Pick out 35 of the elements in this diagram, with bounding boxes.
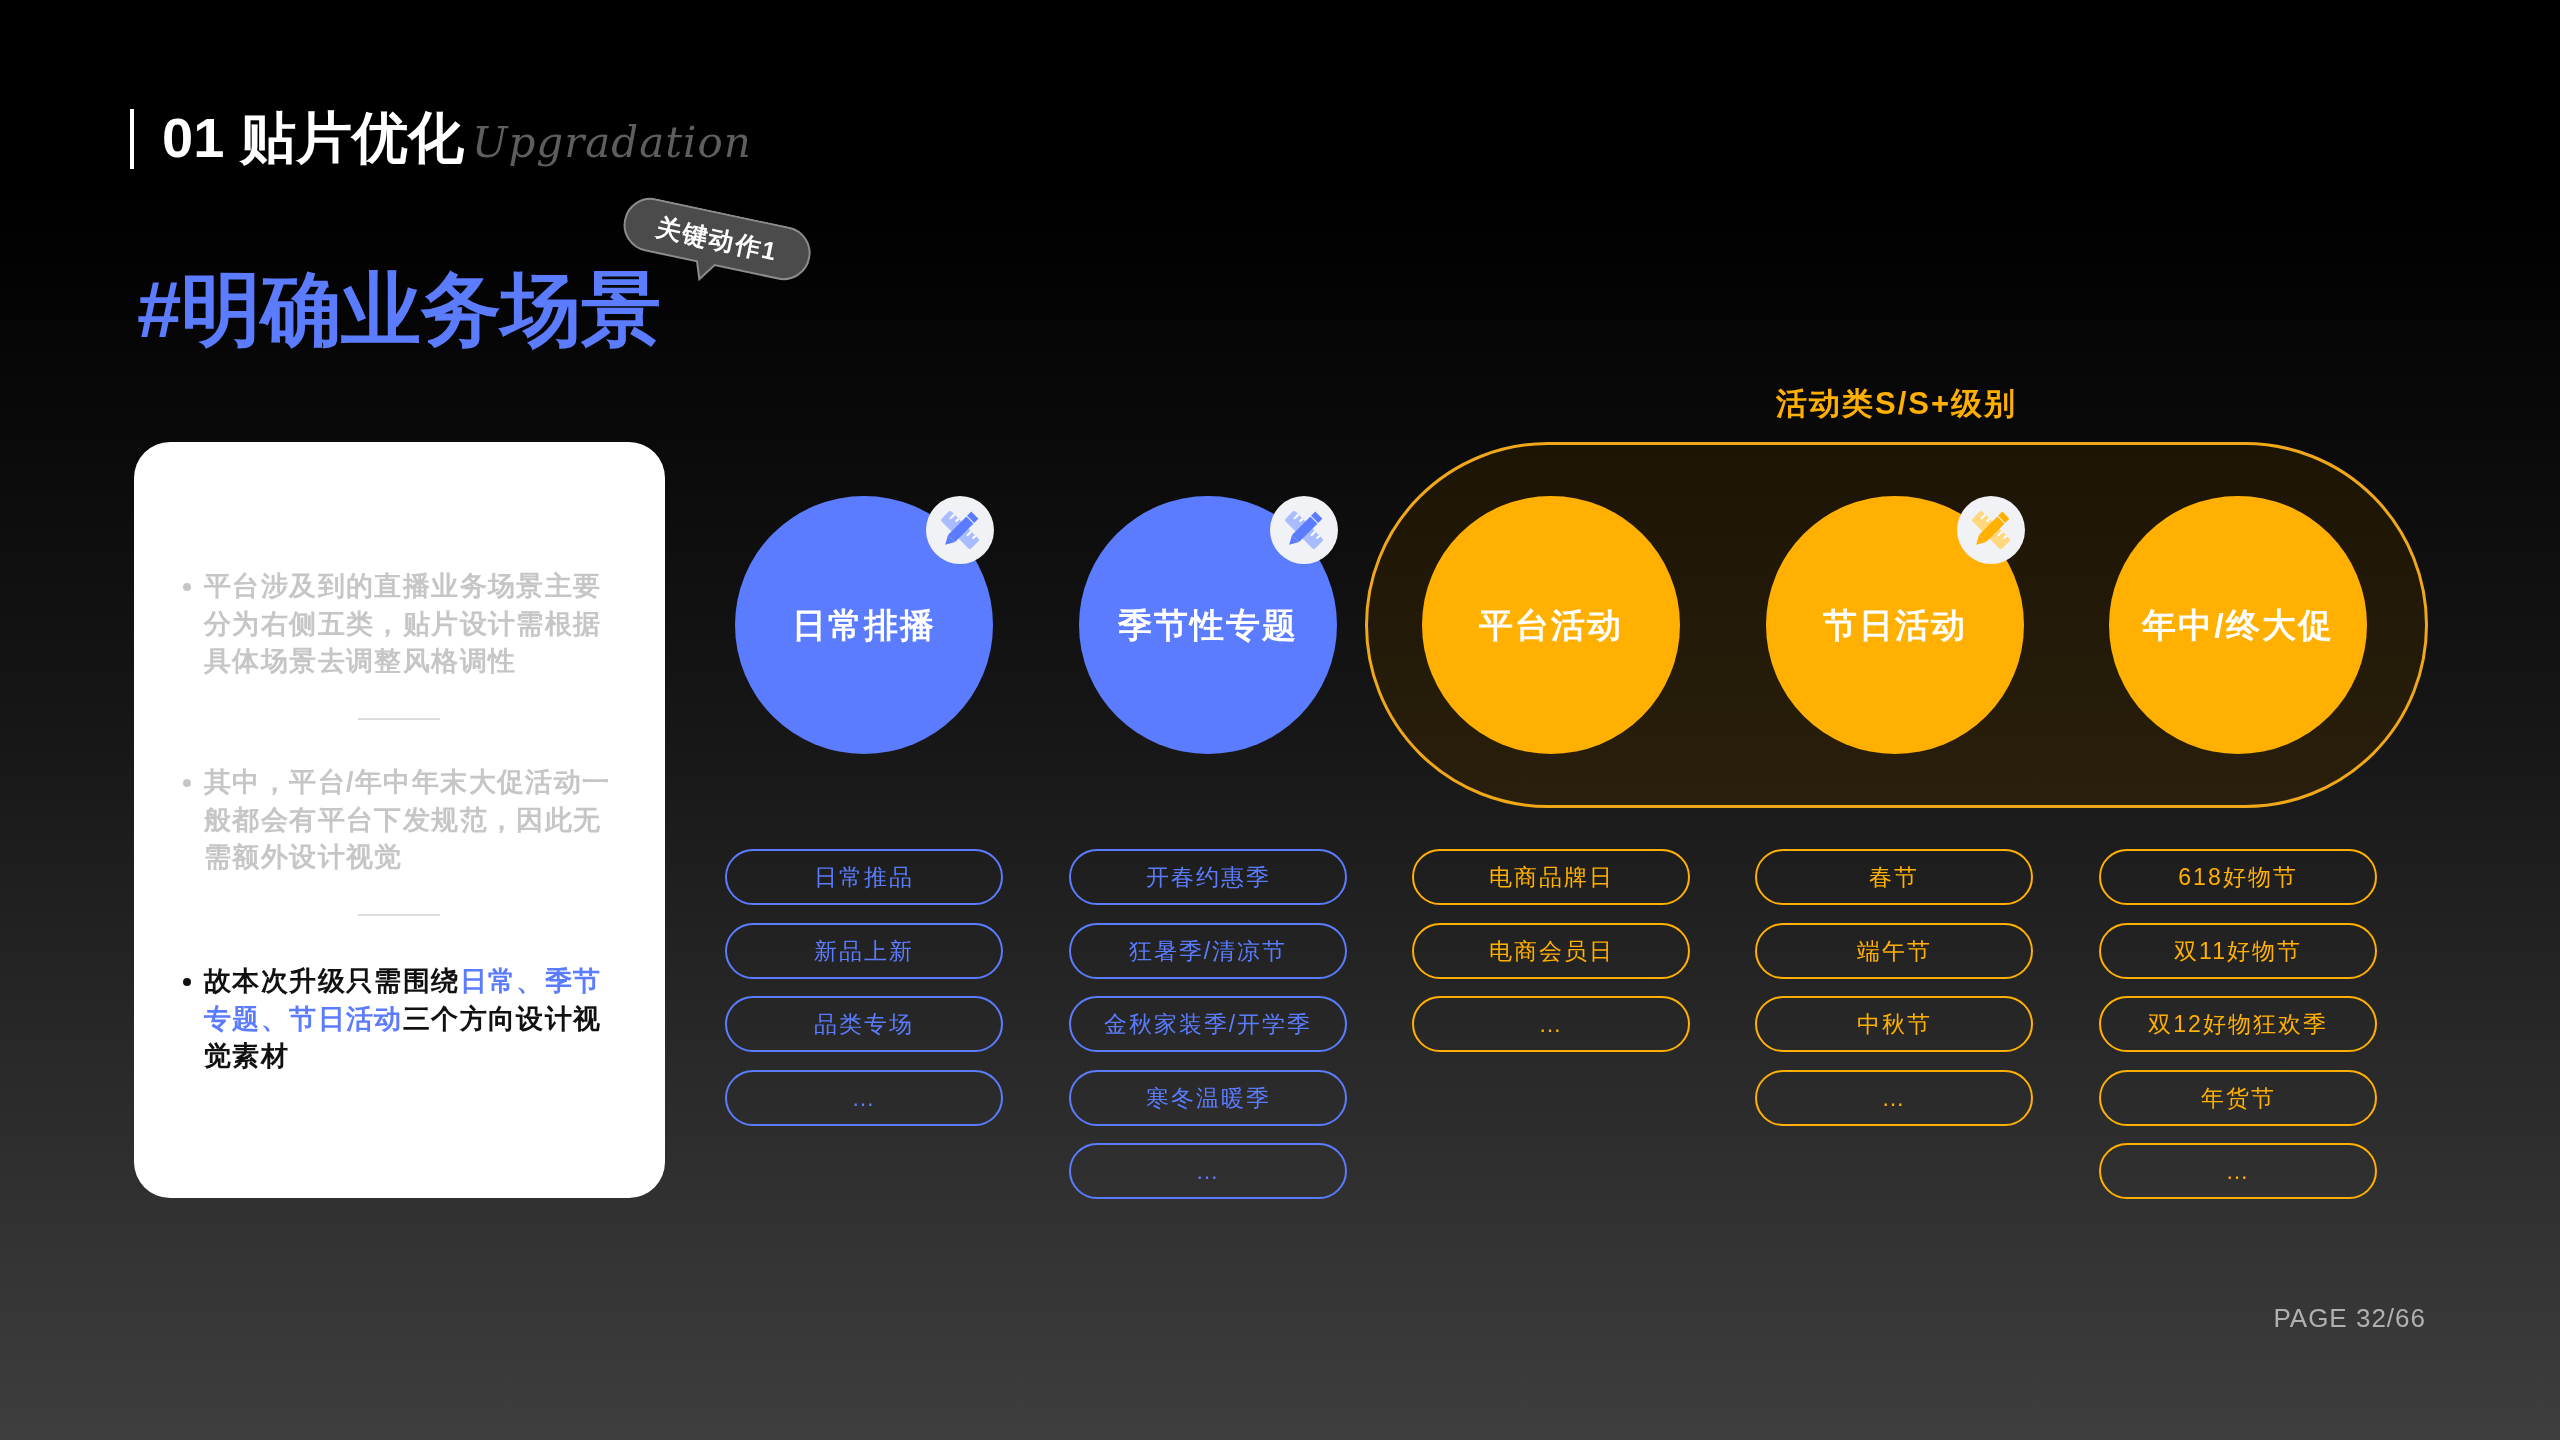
tag-pill: 春节 [1755,849,2033,905]
tag-pill: 狂暑季/清凉节 [1069,922,1347,979]
bullet-text: 故本次升级只需围绕日常、季节专题、节日活动三个方向设计视觉素材 [204,965,603,1073]
tag-pill: 寒冬温暖季 [1069,1069,1347,1126]
script-text: Upgradation [472,118,752,169]
page-number: PAGE 32/66 [2273,1303,2426,1335]
tag-pill: 618好物节 [2099,849,2377,905]
tag-pill: 双11好物节 [2099,922,2377,979]
tag-pill: 中秋节 [1755,996,2033,1052]
tag-pill: 品类专场 [725,996,1003,1052]
tag-pill: 金秋家装季/开学季 [1069,996,1347,1052]
tag-pill: 日常推品 [725,849,1003,905]
group-heading: 活动类S/S+级别 [1775,385,2018,423]
tag-pill: 年货节 [2099,1069,2377,1126]
text-card [134,442,665,1198]
tag-pill: 新品上新 [725,922,1003,979]
circle-label: 年中/终大促 [2142,604,2334,646]
tag-pill: … [1755,1069,2033,1126]
tag-pill: … [725,1069,1003,1126]
bullet-text: 平台涉及到的直播业务场景主要分为右侧五类，贴片设计需根据具体场景去调整风格调性 [204,570,603,678]
circle-label: 季节性专题 [1118,604,1298,646]
bullet-text: 其中，平台/年中年末大促活动一般都会有平台下发规范，因此无需额外设计视觉 [204,766,612,874]
tag-pill: 端午节 [1755,922,2033,979]
tag-pill: 电商会员日 [1412,922,1690,979]
circle-label: 日常排播 [792,604,936,646]
circle-label: 平台活动 [1479,604,1623,646]
page-title: #明确业务场景 [137,266,662,354]
tag-pill: … [1412,996,1690,1052]
tag-pill: 开春约惠季 [1069,849,1347,905]
tag-pill: … [2099,1143,2377,1199]
tag-pill: … [1069,1143,1347,1199]
circle-label: 节日活动 [1822,604,1967,646]
section-title: 01 贴片优化 [162,105,464,171]
tag-pill: 电商品牌日 [1412,849,1690,905]
tag-pill: 双12好物狂欢季 [2099,996,2377,1052]
